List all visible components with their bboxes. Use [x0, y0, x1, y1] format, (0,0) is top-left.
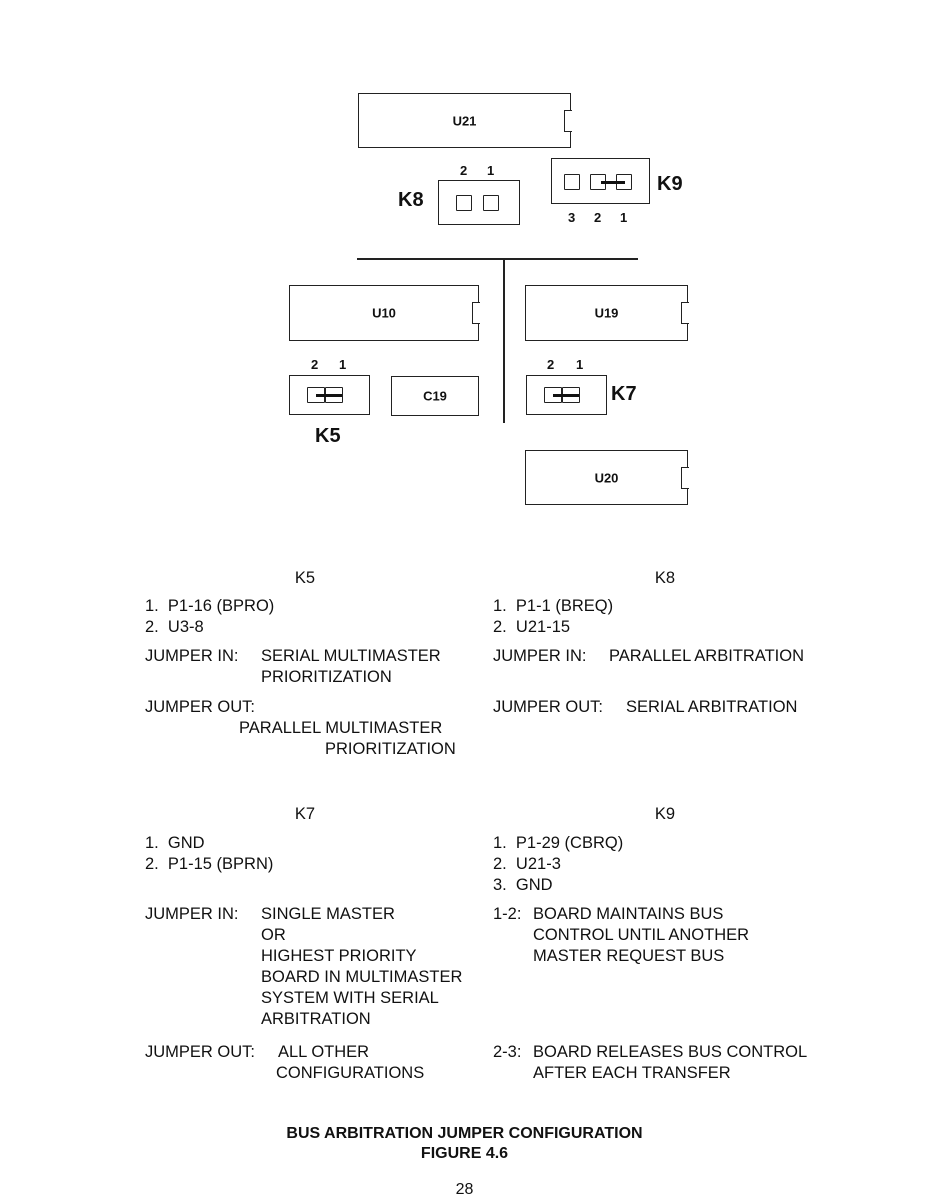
divider-horizontal — [357, 258, 638, 260]
jumper-in-text: OR — [261, 926, 286, 944]
chip-label: U10 — [372, 305, 396, 321]
section-title: K5 — [294, 569, 316, 587]
chip-notch — [681, 302, 689, 324]
k7-shunt-1-2 — [553, 394, 579, 397]
section-title: K8 — [654, 569, 676, 587]
option-1-2-text: CONTROL UNTIL ANOTHER — [533, 926, 750, 944]
k5-pin-label-1: 1 — [339, 357, 347, 372]
component-c19: C19 — [391, 376, 479, 416]
k8-pin-label-2: 2 — [460, 163, 468, 178]
jumper-out-label: JUMPER OUT: — [145, 1043, 256, 1061]
jumper-in-text: SINGLE MASTER — [261, 905, 395, 923]
jumper-out-text: PRIORITIZATION — [325, 740, 456, 758]
pin-item: 1. P1-1 (BREQ) — [493, 597, 614, 615]
jumper-in-text: SERIAL MULTIMASTER — [261, 647, 441, 665]
jumper-in-text: HIGHEST PRIORITY — [261, 947, 417, 965]
divider-vertical — [503, 258, 505, 423]
page-number: 28 — [455, 1181, 474, 1198]
chip-u10: U10 — [289, 285, 480, 341]
jumper-in-label: JUMPER IN: — [145, 905, 239, 923]
k9-pin-3 — [564, 174, 580, 190]
pin-item: 1. GND — [145, 834, 205, 852]
jumper-out-label: JUMPER OUT: — [145, 698, 256, 716]
component-label: C19 — [423, 388, 447, 404]
pin-item: 3. GND — [493, 876, 553, 894]
k9-shunt-1-2 — [601, 181, 625, 184]
chip-label: U20 — [594, 470, 619, 485]
jumper-out-label: JUMPER OUT: — [493, 698, 604, 716]
jumper-in-text: ARBITRATION — [261, 1010, 371, 1028]
chip-u21: U21 — [358, 93, 572, 148]
chip-u20: U20 — [525, 450, 689, 505]
chip-u19: U19 — [525, 285, 689, 341]
k7-pin-label-2: 2 — [547, 357, 555, 372]
jumper-in-text: SYSTEM WITH SERIAL — [261, 989, 439, 1007]
k8-pin-label-1: 1 — [487, 163, 495, 178]
pin-item: 2. U3-8 — [145, 618, 204, 636]
jumper-in-text: PARALLEL ARBITRATION — [609, 647, 805, 665]
k9-label: K9 — [657, 173, 683, 195]
jumper-in-text: PRIORITIZATION — [261, 668, 392, 686]
k8-pin-2 — [456, 195, 472, 211]
jumper-in-label: JUMPER IN: — [493, 647, 587, 665]
figure-number: FIGURE 4.6 — [420, 1145, 509, 1162]
chip-notch — [472, 302, 480, 324]
k5-pin-label-2: 2 — [311, 357, 319, 372]
pin-item: 2. U21-15 — [493, 618, 571, 636]
k9-pin-label-3: 3 — [568, 210, 576, 225]
k8-label: K8 — [398, 189, 424, 211]
k7-pin-label-1: 1 — [576, 357, 584, 372]
pin-item: 2. U21-3 — [493, 855, 561, 873]
jumper-out-text: SERIAL ARBITRATION — [626, 698, 798, 716]
section-title: K9 — [654, 805, 676, 823]
jumper-in-text: BOARD IN MULTIMASTER — [261, 968, 463, 986]
jumper-k7 — [526, 375, 607, 415]
jumper-k5 — [289, 375, 370, 415]
chip-notch — [681, 466, 689, 489]
option-1-2-text: MASTER REQUEST BUS — [533, 947, 725, 965]
jumper-k8 — [438, 180, 520, 225]
k9-pin-label-2: 2 — [594, 210, 602, 225]
figure-title: BUS ARBITRATION JUMPER CONFIGURATION — [286, 1125, 643, 1142]
jumper-out-text: PARALLEL MULTIMASTER — [239, 719, 443, 737]
k5-label: K5 — [315, 425, 341, 447]
jumper-out-text: CONFIGURATIONS — [276, 1064, 425, 1082]
chip-notch — [564, 109, 572, 132]
option-2-3-label: 2-3: — [493, 1043, 522, 1061]
pin-item: 1. P1-29 (CBRQ) — [493, 834, 624, 852]
pin-item: 1. P1-16 (BPRO) — [145, 597, 275, 615]
pin-item: 2. P1-15 (BPRN) — [145, 855, 274, 873]
option-2-3-text: AFTER EACH TRANSFER — [533, 1064, 731, 1082]
section-title: K7 — [294, 805, 316, 823]
jumper-k9 — [551, 158, 650, 204]
k9-pin-label-1: 1 — [620, 210, 628, 225]
option-1-2-text: BOARD MAINTAINS BUS — [533, 905, 724, 923]
k7-label: K7 — [611, 383, 637, 405]
k5-shunt-1-2 — [316, 394, 342, 397]
option-2-3-text: BOARD RELEASES BUS CONTROL — [533, 1043, 808, 1061]
jumper-in-label: JUMPER IN: — [145, 647, 239, 665]
option-1-2-label: 1-2: — [493, 905, 522, 923]
chip-label: U19 — [594, 305, 619, 321]
k8-pin-1 — [483, 195, 499, 211]
jumper-out-text: ALL OTHER — [278, 1043, 370, 1061]
chip-label: U21 — [452, 113, 477, 128]
